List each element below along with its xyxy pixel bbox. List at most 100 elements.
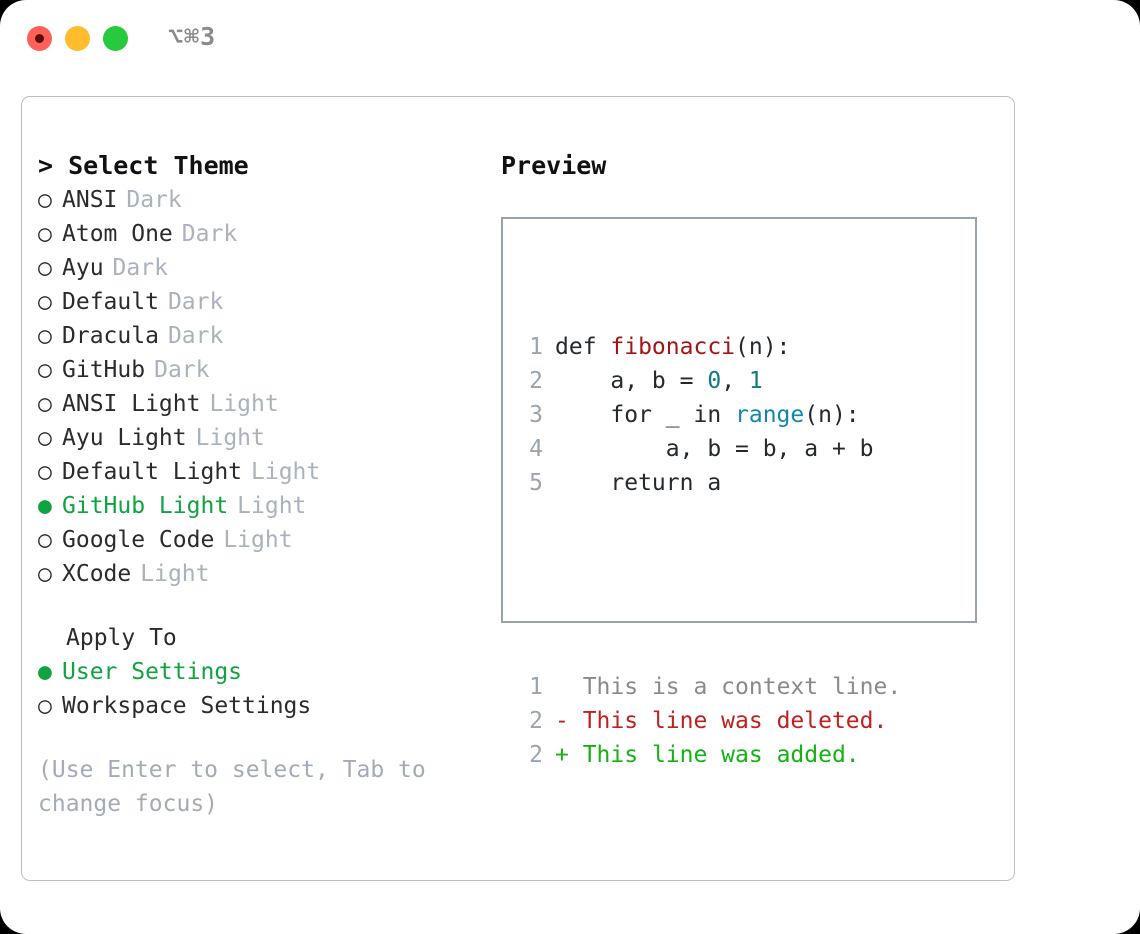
- theme-variant-tag: Dark: [167, 289, 224, 315]
- keyboard-hint-text: (Use Enter to select, Tab to change focu…: [38, 757, 440, 817]
- theme-option-default[interactable]: ○ Default Dark: [38, 285, 478, 319]
- theme-variant-tag: Light: [223, 527, 293, 553]
- theme-option-label: GitHub Light: [62, 493, 229, 519]
- code-token: def: [555, 334, 611, 360]
- theme-option-xcode[interactable]: ○ XCode Light: [38, 557, 478, 591]
- radio-unselected-icon[interactable]: ○: [38, 391, 52, 417]
- apply-to-list[interactable]: ● User Settings ○ Workspace Settings: [38, 655, 478, 723]
- diff-line-del: 2- This line was deleted.: [515, 704, 901, 738]
- code-line-text: return a: [555, 466, 721, 500]
- diff-line-text: This line was added.: [568, 742, 860, 768]
- line-number: 3: [529, 402, 543, 428]
- preview-title: Preview: [501, 151, 607, 180]
- theme-variant-tag: Dark: [181, 221, 238, 247]
- radio-unselected-icon[interactable]: ○: [38, 527, 52, 553]
- radio-selected-icon[interactable]: ●: [38, 659, 52, 685]
- code-line: 4 a, b = b, a + b: [515, 432, 901, 466]
- theme-option-ansi[interactable]: ○ ANSI Dark: [38, 183, 478, 217]
- apply-to-option-workspace-settings[interactable]: ○ Workspace Settings: [38, 689, 478, 723]
- radio-unselected-icon[interactable]: ○: [38, 255, 52, 281]
- theme-option-label: Default: [62, 289, 159, 315]
- line-number: 2: [529, 368, 543, 394]
- line-number: 1: [529, 674, 543, 700]
- theme-variant-tag: Light: [209, 391, 279, 417]
- theme-variant-tag: Dark: [154, 357, 210, 383]
- code-line-text: a, b = b, a + b: [555, 432, 874, 466]
- code-spacer: [515, 568, 901, 602]
- line-number: 1: [529, 334, 543, 360]
- theme-option-google-code[interactable]: ○ Google Code Light: [38, 523, 478, 557]
- apply-to-option-label: Workspace Settings: [62, 693, 312, 719]
- theme-option-github[interactable]: ○ GitHub Dark: [38, 353, 478, 387]
- radio-unselected-icon[interactable]: ○: [38, 221, 52, 247]
- diff-marker: [555, 670, 569, 704]
- theme-option-github-light[interactable]: ● GitHub Light Light: [38, 489, 478, 523]
- theme-option-label: Ayu Light: [62, 425, 187, 451]
- code-line: 2 a, b = 0, 1: [515, 364, 901, 398]
- apply-to-option-label: User Settings: [62, 659, 243, 685]
- theme-option-label: Ayu: [62, 255, 104, 281]
- theme-variant-tag: Dark: [167, 323, 224, 349]
- code-line-text: def fibonacci(n):: [555, 330, 790, 364]
- radio-unselected-icon[interactable]: ○: [38, 693, 52, 719]
- maximize-button[interactable]: [103, 26, 128, 51]
- code-token: ,: [721, 368, 749, 394]
- code-token: range: [735, 402, 805, 428]
- theme-variant-tag: Light: [195, 425, 265, 451]
- window-controls: [27, 26, 128, 51]
- title-bar: ⌥⌘3: [0, 0, 1140, 78]
- theme-variant-tag: Light: [140, 561, 210, 587]
- theme-option-atom-one[interactable]: ○ Atom One Dark: [38, 217, 478, 251]
- theme-variant-tag: Dark: [112, 255, 168, 281]
- theme-option-label: ANSI Light: [62, 391, 201, 417]
- code-token: (n):: [735, 334, 791, 360]
- radio-unselected-icon[interactable]: ○: [38, 459, 52, 485]
- theme-option-ayu-light[interactable]: ○ Ayu Light Light: [38, 421, 478, 455]
- theme-option-label: ANSI: [62, 187, 118, 213]
- theme-option-label: Default Light: [62, 459, 243, 485]
- radio-unselected-icon[interactable]: ○: [38, 425, 52, 451]
- code-token: fibonacci: [610, 334, 736, 360]
- code-token: a, b =: [555, 368, 708, 394]
- theme-option-label: XCode: [62, 561, 132, 587]
- theme-variant-tag: Dark: [126, 187, 182, 213]
- apply-to-option-user-settings[interactable]: ● User Settings: [38, 655, 478, 689]
- code-line-text: a, b = 0, 1: [555, 364, 763, 398]
- theme-option-ayu[interactable]: ○ Ayu Dark: [38, 251, 478, 285]
- theme-option-label: Dracula: [62, 323, 159, 349]
- code-token: 0: [707, 368, 722, 394]
- diff-line-ctx: 1 This is a context line.: [515, 670, 901, 704]
- code-line: 5 return a: [515, 466, 901, 500]
- diff-marker: +: [555, 742, 569, 768]
- keyboard-shortcut-label: ⌥⌘3: [168, 22, 217, 51]
- radio-selected-icon[interactable]: ●: [38, 493, 52, 519]
- radio-unselected-icon[interactable]: ○: [38, 187, 52, 213]
- theme-option-label: GitHub: [62, 357, 146, 383]
- theme-option-label: Atom One: [62, 221, 173, 247]
- radio-unselected-icon[interactable]: ○: [38, 357, 52, 383]
- diff-marker: -: [555, 708, 569, 734]
- radio-unselected-icon[interactable]: ○: [38, 289, 52, 315]
- code-token: (n):: [804, 402, 860, 428]
- close-button[interactable]: [27, 26, 52, 51]
- diff-line-text: This line was deleted.: [568, 708, 888, 734]
- radio-unselected-icon[interactable]: ○: [38, 561, 52, 587]
- theme-option-dracula[interactable]: ○ Dracula Dark: [38, 319, 478, 353]
- code-line: 1 def fibonacci(n):: [515, 330, 901, 364]
- select-theme-heading: > Select Theme: [38, 151, 249, 180]
- radio-unselected-icon[interactable]: ○: [38, 323, 52, 349]
- code-line-text: for _ in range(n):: [555, 398, 860, 432]
- code-token: 1: [748, 368, 763, 394]
- line-number: 4: [529, 436, 543, 462]
- theme-option-ansi-light[interactable]: ○ ANSI Light Light: [38, 387, 478, 421]
- minimize-button[interactable]: [65, 26, 90, 51]
- theme-variant-tag: Light: [237, 493, 307, 519]
- theme-option-label: Google Code: [62, 527, 215, 553]
- code-token: return a: [555, 470, 722, 496]
